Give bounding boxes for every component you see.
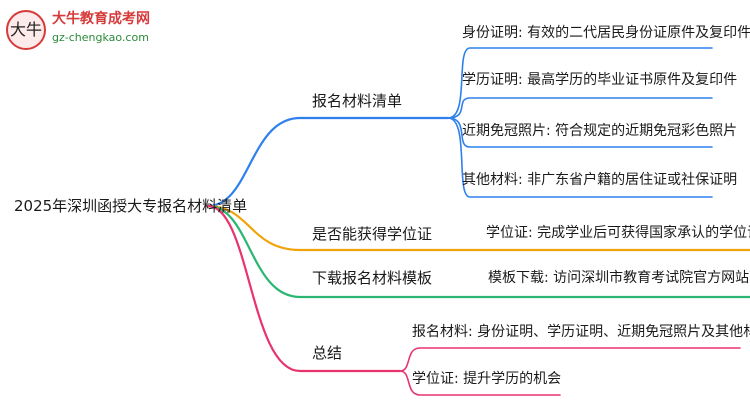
mindmap-root: 2025年深圳函授大专报名材料清单 — [14, 197, 248, 215]
connector-summary-leaf-2 — [399, 370, 561, 396]
connector-template — [206, 204, 750, 299]
leaf-summary-degree: 学位证: 提升学历的机会 — [412, 371, 562, 387]
connector-materials — [206, 116, 450, 208]
leaf-degree: 学位证: 完成学业后可获得国家承认的学位证书 — [486, 225, 750, 241]
logo-title: 大牛教育成考网 — [52, 11, 150, 27]
leaf-materials-photo: 近期免冠照片: 符合规定的近期免冠彩色照片 — [462, 123, 738, 139]
branch-label-summary: 总结 — [312, 344, 343, 362]
leaf-summary-materials: 报名材料: 身份证明、学历证明、近期免冠照片及其他材料 — [412, 324, 750, 340]
leaf-template-download: 模板下载: 访问深圳市教育考试院官方网站下载 — [488, 270, 750, 286]
connector-materials-leaf-3 — [447, 117, 713, 148]
leaf-materials-other: 其他材料: 非广东省户籍的居住证或社保证明 — [462, 172, 738, 188]
branch-label-materials: 报名材料清单 — [312, 92, 403, 110]
branch-label-template: 下载报名材料模板 — [312, 269, 433, 287]
connector-materials-leaf-1 — [447, 47, 713, 119]
leaf-materials-id: 身份证明: 有效的二代居民身份证原件及复印件 — [462, 25, 750, 41]
site-logo[interactable]: 大牛 大牛教育成考网 gz-chengkao.com — [6, 8, 176, 52]
logo-url[interactable]: gz-chengkao.com — [52, 31, 149, 44]
connector-degree — [206, 204, 750, 252]
connector-materials-leaf-4 — [447, 117, 713, 198]
connector-materials-leaf-2 — [447, 97, 713, 119]
logo-mark-icon: 大牛 — [6, 10, 46, 50]
leaf-materials-education: 学历证明: 最高学历的毕业证书原件及复印件 — [462, 72, 738, 88]
connector-summary — [206, 204, 402, 373]
branch-label-degree: 是否能获得学位证 — [312, 225, 433, 243]
connector-summary-leaf-1 — [399, 347, 741, 372]
